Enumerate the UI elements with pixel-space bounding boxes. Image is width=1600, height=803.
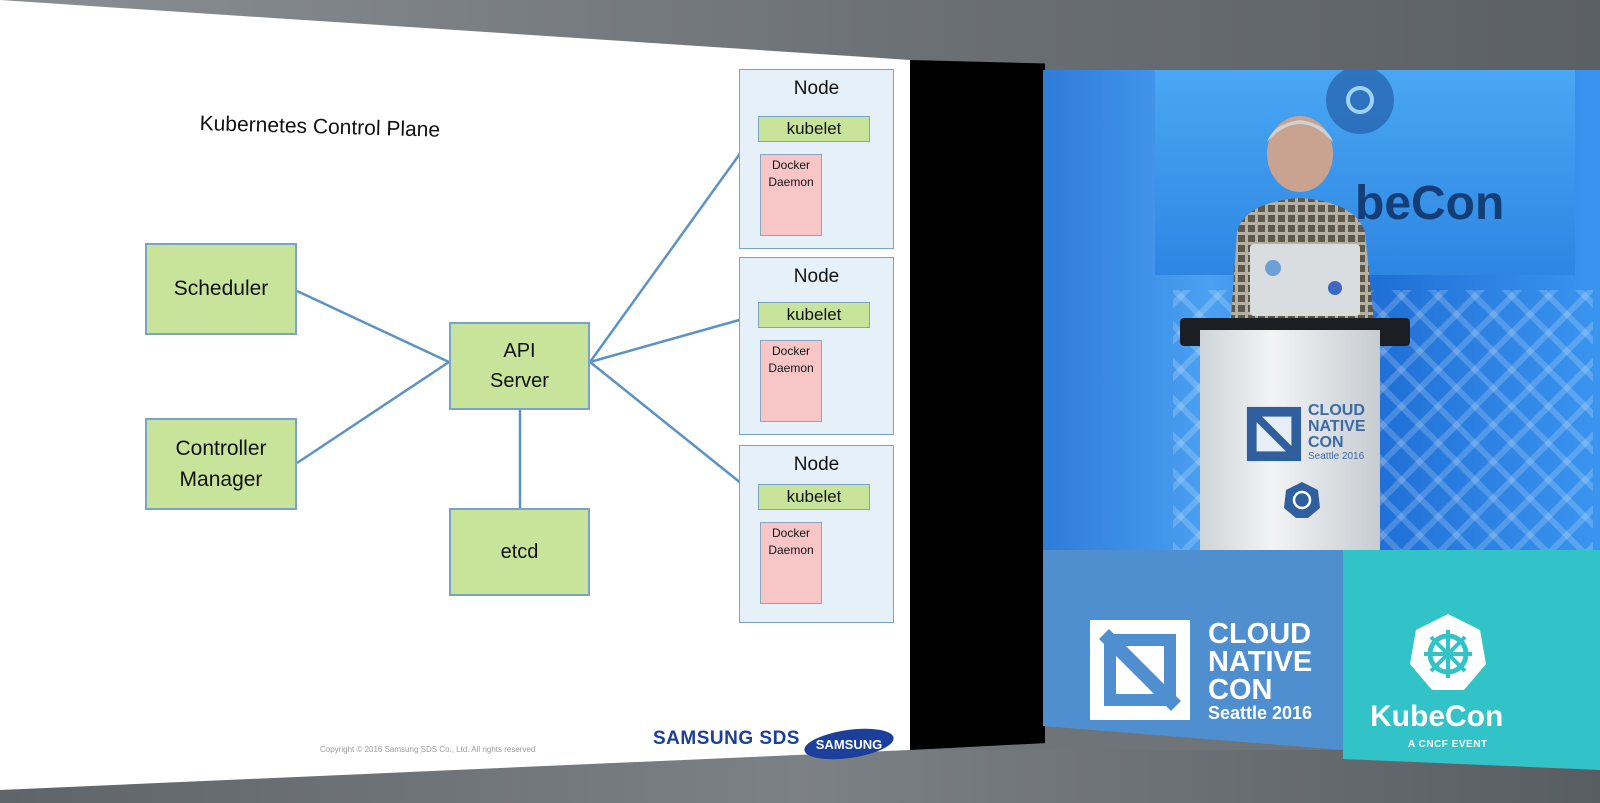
podium-cnc-logo [1246,406,1302,462]
cloudnativecon-logo-icon [1090,620,1190,720]
podium-cnc-line2: NATIVE [1308,418,1366,435]
kubelet-box: kubelet [758,484,870,510]
controller-manager-label: Controller Manager [175,437,267,491]
etcd-box: etcd [449,508,590,596]
samsung-logo: SAMSUNG [804,728,894,760]
api-server-label: API Server [490,340,549,392]
samsung-logo-text: SAMSUNG [816,737,882,752]
node1-connector [588,129,759,363]
docker-daemon-box: Docker Daemon [760,340,822,422]
docker-label: Docker [771,526,810,540]
node-box: Node kubelet Docker Daemon [739,69,894,249]
scheduler-box: Scheduler [145,243,297,335]
api-server-box: API Server [449,322,590,410]
kubelet-box: kubelet [758,116,870,142]
kubelet-label: kubelet [786,119,842,138]
node3-connector [589,361,758,497]
docker-label: Docker [771,344,810,358]
node-label: Node [793,454,840,475]
node2-connector [589,313,758,364]
kubecon-wordmark: KubeCon [1370,700,1504,733]
podium-cnc-sub: Seattle 2016 [1308,451,1365,462]
connector-lines [296,129,759,508]
podium-kubernetes-icon [1284,482,1320,518]
cnc-line1: CLOUD [1208,618,1312,650]
scheduler-connector [296,289,450,364]
scheduler-label: Scheduler [173,277,269,300]
stage-banner-text: beCon [1355,177,1505,230]
controller-connector [296,360,450,465]
node-label: Node [793,266,840,287]
samsung-sds-logo: SAMSUNG SDS [653,728,800,749]
kubecon-subtitle: A CNCF EVENT [1408,739,1488,750]
cloudnativecon-wordmark: CLOUD NATIVE CON [1208,618,1313,706]
kubelet-label: kubelet [786,487,842,506]
podium-cnc-line3: CON [1308,434,1344,451]
podium-cnc-wordmark: CLOUD NATIVE CON Seattle 2016 [1308,403,1365,463]
docker-daemon-box: Docker Daemon [760,154,822,236]
cnc-line3: CON [1208,674,1273,706]
dark-gap [910,60,1045,750]
copyright-notice: Copyright © 2016 Samsung SDS Co., Ltd. A… [320,745,536,754]
node-box: Node kubelet Docker Daemon [739,445,894,623]
daemon-label: Daemon [768,361,814,375]
docker-daemon-box: Docker Daemon [760,522,822,604]
controller-manager-box: Controller Manager [145,418,297,510]
speaker [1230,116,1375,332]
kubelet-label: kubelet [786,305,842,324]
podium-cnc-line1: CLOUD [1308,402,1365,419]
daemon-label: Daemon [768,175,814,189]
kubernetes-helm-icon [1410,614,1486,690]
helm-wheel-icon [1326,70,1394,134]
docker-label: Docker [771,158,810,172]
node-label: Node [793,78,840,99]
node-box: Node kubelet Docker Daemon [739,257,894,435]
cnc-location: Seattle 2016 [1208,703,1313,723]
etcd-label: etcd [500,540,539,563]
cnc-line2: NATIVE [1208,646,1313,678]
kubelet-box: kubelet [758,302,870,328]
daemon-label: Daemon [768,543,814,557]
